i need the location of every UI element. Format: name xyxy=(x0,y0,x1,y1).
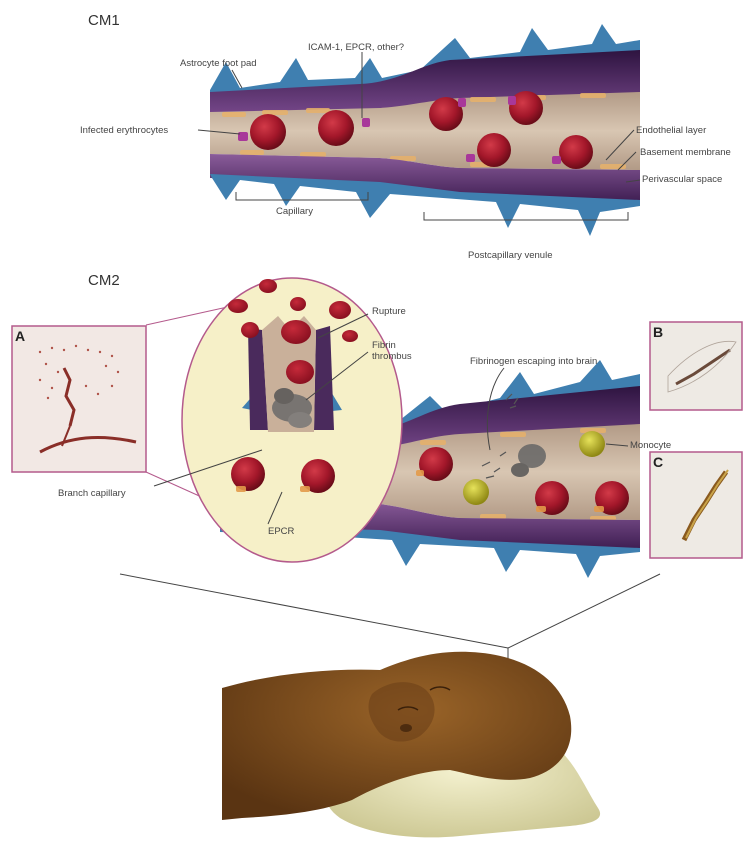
label-rupture: Rupture xyxy=(372,306,406,317)
panel-c xyxy=(650,452,742,558)
cm2-title: CM2 xyxy=(88,272,120,289)
label-astrocyte-foot-pad: Astrocyte foot pad xyxy=(180,58,257,69)
child-illustration xyxy=(222,652,600,838)
panel-a-letter: A xyxy=(15,328,25,344)
label-fibrin-thrombus: Fibrin thrombus xyxy=(372,340,412,362)
panel-a xyxy=(12,326,146,472)
label-icam-epcr: ICAM-1, EPCR, other? xyxy=(308,42,404,53)
label-perivascular-space: Perivascular space xyxy=(642,174,722,185)
label-basement-membrane: Basement membrane xyxy=(640,147,731,158)
cm1-vessel xyxy=(210,24,640,236)
label-capillary: Capillary xyxy=(276,206,313,217)
panel-b-letter: B xyxy=(653,324,663,340)
label-monocyte: Monocyte xyxy=(630,440,671,451)
label-postcapillary-venule: Postcapillary venule xyxy=(468,250,553,261)
panel-c-letter: C xyxy=(653,454,663,470)
label-branch-capillary: Branch capillary xyxy=(58,488,126,499)
label-endothelial-layer: Endothelial layer xyxy=(636,125,706,136)
label-infected-erythrocytes: Infected erythrocytes xyxy=(80,125,168,136)
capillary-bracket xyxy=(236,192,368,200)
cm1-title: CM1 xyxy=(88,12,120,29)
label-fibrinogen-escaping: Fibrinogen escaping into brain xyxy=(470,356,597,367)
panel-b xyxy=(650,322,742,410)
zoom-ellipse xyxy=(182,278,402,562)
label-epcr: EPCR xyxy=(268,526,294,537)
